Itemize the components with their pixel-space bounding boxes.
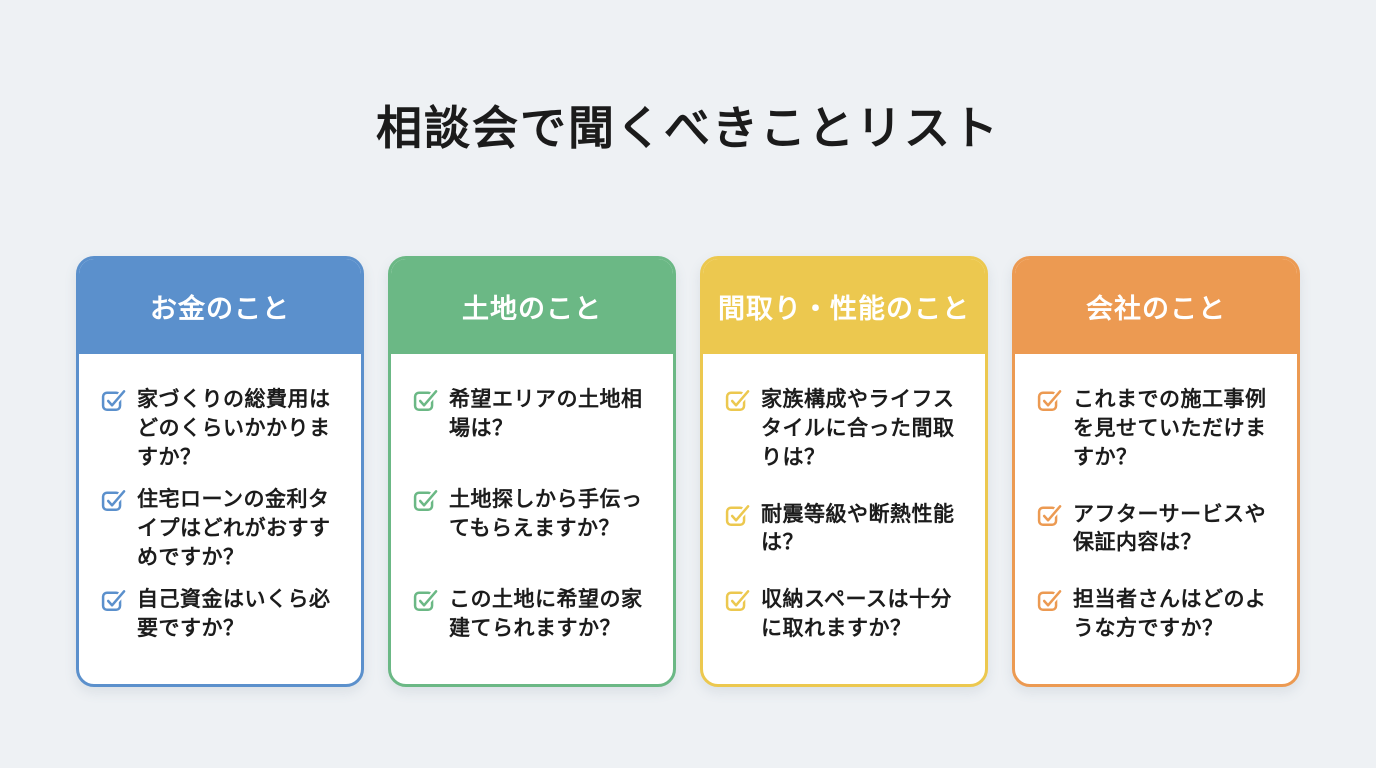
card-land-checklist: 希望エリアの土地相場は？ 土地探しから手伝ってもらえますか？ この土地に希望の家… [391,354,673,684]
card-land-header: 土地のこと [391,259,673,354]
checklist-item: 家づくりの総費用はどのくらいかかりますか？ [100,386,342,473]
checklist-item: 耐震等級や断熱性能は？ [724,501,966,559]
checklist-item-text: 家づくりの総費用はどのくらいかかりますか？ [137,388,331,469]
checklist-item-text: 希望エリアの土地相場は？ [449,388,643,440]
checklist-item-text: アフターサービスや保証内容は？ [1073,502,1267,555]
checklist-item: 土地探しから手伝ってもらえますか？ [412,486,654,544]
card-company: 会社のこと これまでの施工事例を見せていただけますか？ アフターサービスや保証内… [1012,256,1300,687]
checkbox-check-icon [1036,387,1063,414]
checklist-item-text: 耐震等級や断熱性能は？ [761,502,955,555]
checkbox-check-icon [100,387,127,414]
card-land: 土地のこと 希望エリアの土地相場は？ 土地探しから手伝ってもらえますか？ [388,256,676,687]
checkbox-check-icon [412,587,439,614]
checklist-item-text: この土地に希望の家建てられますか？ [449,588,643,641]
checklist-item: 希望エリアの土地相場は？ [412,386,654,444]
checkbox-check-icon [724,587,751,614]
card-layout-performance-checklist: 家族構成やライフスタイルに合った間取りは？ 耐震等級や断熱性能は？ 収納スペース… [703,354,985,684]
checklist-item-text: これまでの施工事例を見せていただけますか？ [1073,388,1267,469]
card-money: お金のこと 家づくりの総費用はどのくらいかかりますか？ 住宅ローンの金利タイプは… [76,256,364,687]
checklist-item: 自己資金はいくら必要ですか？ [100,586,342,644]
checkbox-check-icon [724,387,751,414]
checklist-item: 担当者さんはどのような方ですか？ [1036,586,1278,644]
checkbox-check-icon [724,502,751,529]
card-layout-performance: 間取り・性能のこと 家族構成やライフスタイルに合った間取りは？ 耐震等級や断熱性… [700,256,988,687]
checkbox-check-icon [1036,502,1063,529]
card-money-header: お金のこと [79,259,361,354]
card-grid: お金のこと 家づくりの総費用はどのくらいかかりますか？ 住宅ローンの金利タイプは… [76,256,1300,687]
checklist-item: 収納スペースは十分に取れますか？ [724,586,966,644]
page-title: 相談会で聞くべきことリスト [376,101,1000,154]
checkbox-check-icon [100,487,127,514]
checkbox-check-icon [412,387,439,414]
checkbox-check-icon [100,587,127,614]
checklist-item: この土地に希望の家建てられますか？ [412,586,654,644]
checkbox-check-icon [412,487,439,514]
checklist-item: これまでの施工事例を見せていただけますか？ [1036,386,1278,473]
checklist-item: アフターサービスや保証内容は？ [1036,501,1278,559]
card-company-header: 会社のこと [1015,259,1297,354]
card-company-checklist: これまでの施工事例を見せていただけますか？ アフターサービスや保証内容は？ 担当… [1015,354,1297,684]
checklist-item-text: 家族構成やライフスタイルに合った間取りは？ [761,388,955,469]
checklist-item-text: 収納スペースは十分に取れますか？ [761,588,952,641]
card-layout-performance-header: 間取り・性能のこと [703,259,985,354]
card-money-checklist: 家づくりの総費用はどのくらいかかりますか？ 住宅ローンの金利タイプはどれがおすす… [79,354,361,684]
checklist-item: 家族構成やライフスタイルに合った間取りは？ [724,386,966,473]
checkbox-check-icon [1036,587,1063,614]
checklist-item-text: 土地探しから手伝ってもらえますか？ [449,488,643,540]
checklist-item-text: 住宅ローンの金利タイプはどれがおすすめですか？ [137,488,331,569]
checklist-item-text: 自己資金はいくら必要ですか？ [137,588,331,641]
checklist-item-text: 担当者さんはどのような方ですか？ [1073,588,1267,641]
checklist-item: 住宅ローンの金利タイプはどれがおすすめですか？ [100,486,342,573]
